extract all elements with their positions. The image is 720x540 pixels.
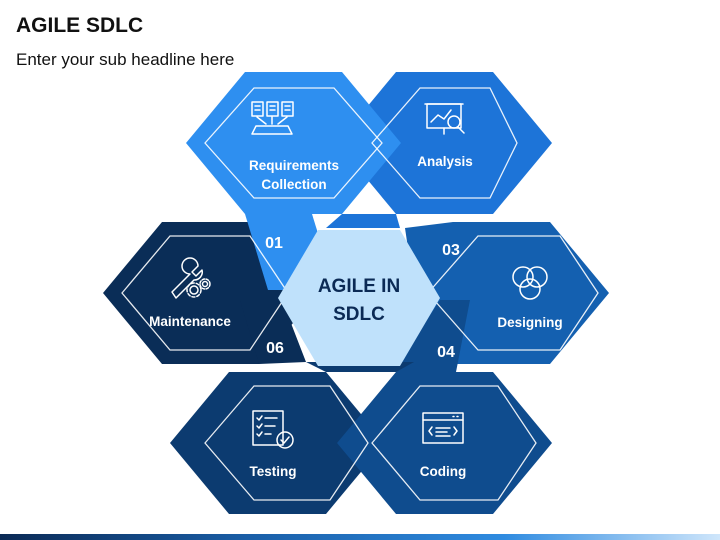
stage-05-label: Testing — [250, 464, 297, 479]
checklist-icon — [252, 410, 294, 449]
stage-03-label: Designing — [497, 315, 562, 330]
stage-02-inner-outline — [371, 87, 518, 199]
center-title-line1: AGILE IN — [318, 276, 400, 297]
stage-04-connector — [396, 300, 470, 372]
stage-05-inner-outline — [204, 385, 369, 501]
documents-tray-icon — [251, 101, 294, 135]
stage-04-label: Coding — [420, 464, 467, 479]
stage-03-inner-outline — [427, 235, 599, 351]
center-hexagon — [278, 230, 440, 366]
stage-02-hexagon — [337, 72, 552, 214]
stage-02-number: 02 — [356, 194, 374, 211]
wrench-gear-icon — [171, 257, 211, 299]
venn-diagram-icon — [512, 266, 548, 300]
stage-01-label-line1: Requirements — [249, 158, 339, 173]
stage-01-hexagon — [186, 72, 401, 214]
page-title: AGILE SDLC — [16, 14, 144, 37]
stage-02-connector — [326, 214, 400, 228]
stage-01-label-line2: Collection — [261, 177, 326, 192]
stage-04-number: 04 — [437, 344, 455, 361]
footer-gradient-bar — [0, 534, 720, 540]
page-subtitle: Enter your sub headline here — [16, 50, 235, 69]
stage-03-connector — [405, 222, 470, 300]
center-title-line2: SDLC — [333, 304, 385, 325]
code-window-icon — [422, 412, 464, 444]
stage-01-number: 01 — [265, 235, 283, 252]
stage-06-label: Maintenance — [149, 314, 231, 329]
stage-06-number: 06 — [266, 340, 284, 357]
stage-05-number: 05 — [348, 388, 366, 405]
stage-02-label: Analysis — [417, 154, 473, 169]
presentation-magnifier-icon — [424, 103, 465, 135]
stage-01-inner-outline — [204, 87, 383, 199]
stage-03-number: 03 — [442, 242, 460, 259]
stage-06-connector — [240, 300, 306, 364]
stage-04-inner-outline — [371, 385, 537, 501]
